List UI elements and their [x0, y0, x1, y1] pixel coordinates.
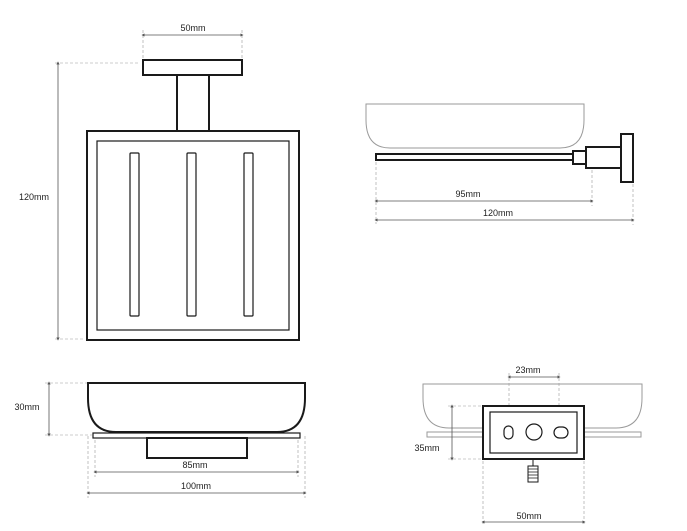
- bottom-tray-height-label: 30mm: [14, 402, 39, 412]
- front-top-width-label: 50mm: [180, 23, 205, 33]
- front-view: 50mm 120mm: [19, 23, 300, 341]
- side-depth-total-label: 120mm: [483, 208, 513, 218]
- mount-view: 23mm 35mm 50mm: [414, 365, 643, 526]
- side-rail: [375, 153, 587, 161]
- front-slot-middle: [186, 152, 197, 317]
- mount-plate-height-label: 35mm: [414, 443, 439, 453]
- side-tray-outline: [365, 103, 585, 149]
- front-slot-left: [129, 152, 140, 317]
- mount-hole-center: [525, 423, 543, 441]
- bottom-base-block: [146, 437, 248, 459]
- side-wall-plate: [620, 133, 634, 183]
- side-view: 95mm 120mm: [365, 103, 635, 225]
- bottom-base-width-label: 85mm: [182, 460, 207, 470]
- front-wall-plate: [142, 59, 243, 76]
- side-depth-inner-label: 95mm: [455, 189, 480, 199]
- side-bracket-joint: [585, 146, 622, 169]
- bottom-view: 30mm 85mm 100mm: [14, 381, 307, 498]
- bottom-total-width-label: 100mm: [181, 481, 211, 491]
- mount-hole-spacing-label: 23mm: [515, 365, 540, 375]
- front-post: [176, 74, 210, 132]
- front-slot-right: [243, 152, 254, 317]
- mount-hole-right: [553, 426, 569, 439]
- mount-hole-left: [503, 425, 514, 440]
- mount-screw: [527, 459, 539, 483]
- mount-plate-width-label: 50mm: [516, 511, 541, 521]
- front-height-label: 120mm: [19, 192, 49, 202]
- bottom-tray: [87, 382, 306, 433]
